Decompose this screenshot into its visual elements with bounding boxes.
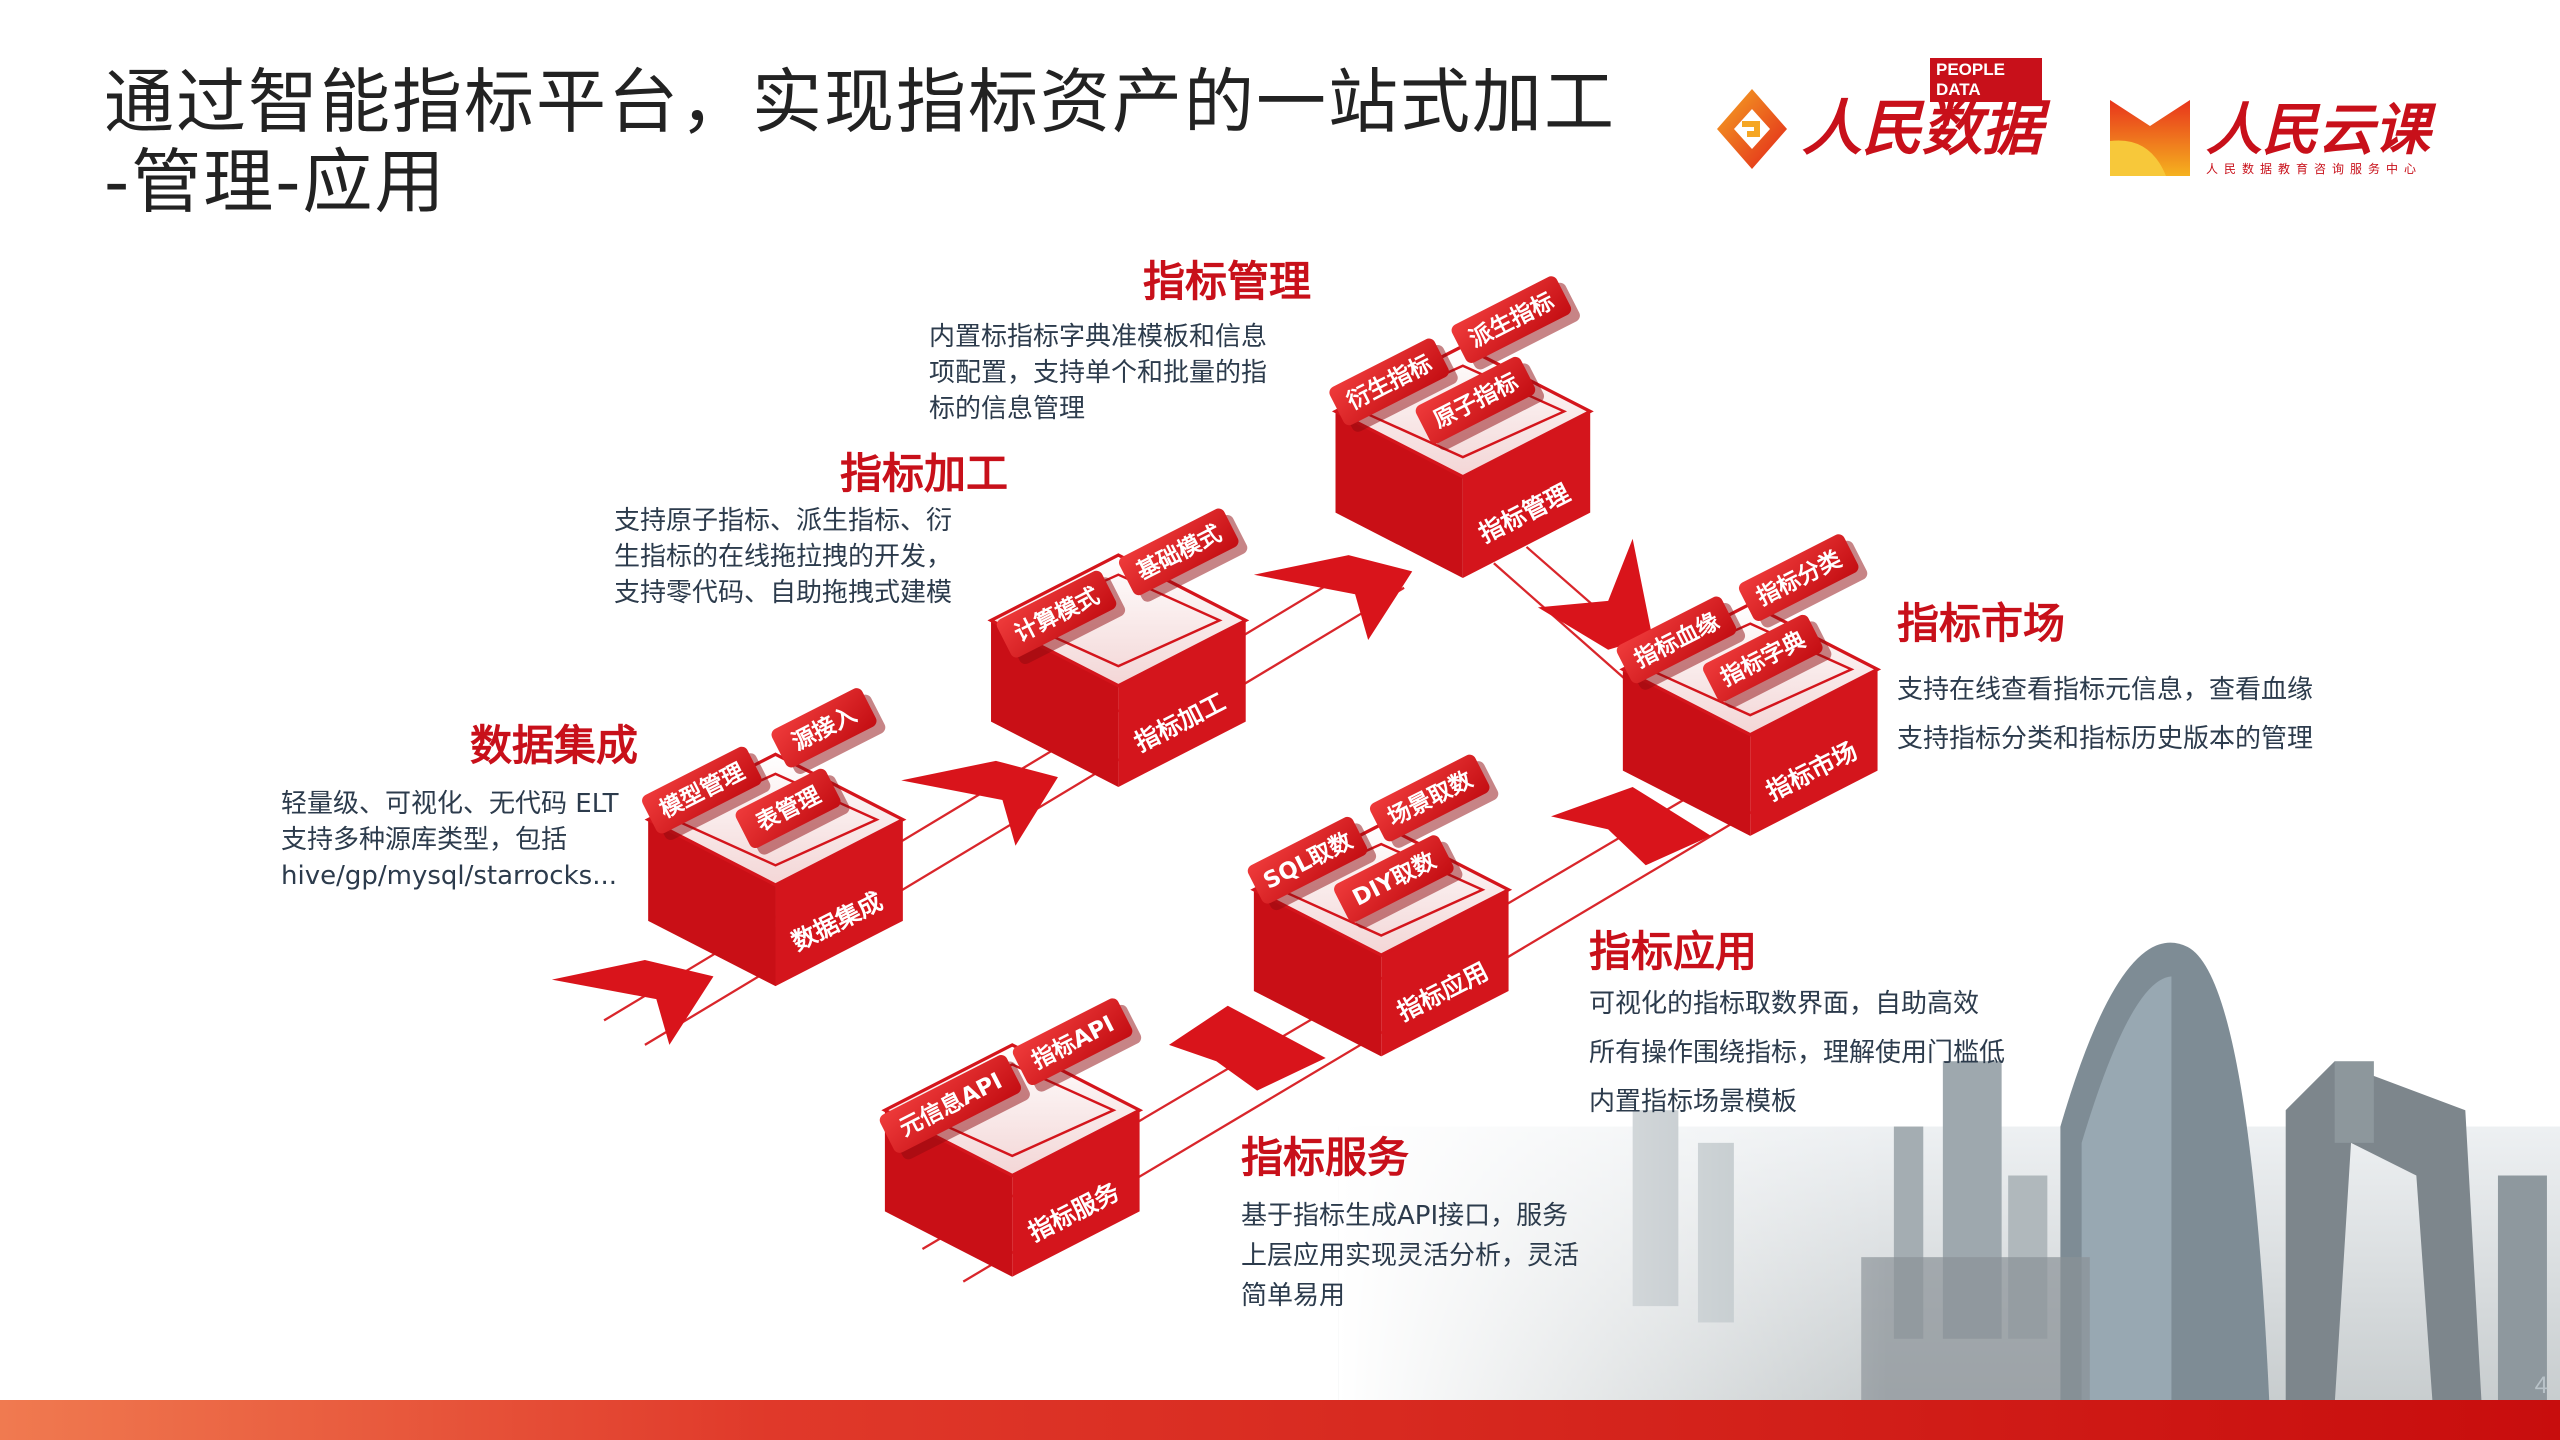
cube-top-face: [987, 553, 1250, 688]
title-line-2: -管理-应用: [104, 141, 447, 223]
feature-tag[interactable]: 基础模式: [1117, 504, 1250, 606]
desc-metric-management: 内置标指标字典准模板和信息 项配置，支持单个和批量的指 标的信息管理: [929, 319, 1267, 427]
desc-line: 上层应用实现灵活分析，灵活: [1241, 1241, 1580, 1271]
people-cloud-logo: 人民云课 人民数据教育咨询服务中心: [2106, 96, 2430, 180]
heading-metric-market: 指标市场: [1897, 599, 2066, 648]
desc-line: 所有操作围绕指标，理解使用门槛低: [1589, 1038, 2006, 1068]
tag-body: [996, 570, 1117, 658]
tag-body: [1369, 754, 1490, 842]
cube-top-face: [881, 1043, 1144, 1178]
tag-body: [1616, 596, 1737, 684]
cube-left-face: [648, 819, 776, 987]
desc-metric-service: 基于指标生成API接口，服务 上层应用实现灵活分析，灵活 简单易用: [1241, 1196, 1579, 1316]
desc-line: 标的信息管理: [929, 394, 1086, 424]
tag-body: [1118, 508, 1239, 596]
desc-line: hive/gp/mysql/starrocks...: [281, 861, 617, 891]
desc-metric-market: 支持在线查看指标元信息，查看血缘 支持指标分类和指标历史版本的管理: [1897, 666, 2313, 764]
cube-left-face: [1622, 669, 1751, 836]
desc-line: 可视化的指标取数界面，自助高效: [1589, 989, 1980, 1019]
flow-chevron-icon: [901, 760, 1058, 846]
footer-bar: [0, 1400, 2560, 1440]
tag-body: [1247, 816, 1368, 904]
desc-line: 基于指标生成API接口，服务: [1241, 1201, 1569, 1231]
tag-body: [1738, 534, 1859, 621]
cube-right-face: [1750, 669, 1878, 836]
flow-chevron-icon: [1551, 786, 1712, 866]
heading-data-integration: 数据集成: [470, 721, 639, 770]
heading-metric-management: 指标管理: [1143, 257, 1312, 306]
slide-title: 通过智能指标平台，实现指标资产的一站式加工 -管理-应用: [104, 62, 1616, 222]
tag-body: [1415, 356, 1536, 444]
tag-body: [1334, 835, 1454, 922]
people-data-emblem-icon: [1717, 89, 1787, 169]
desc-line: 轻量级、可视化、无代码 ELT: [281, 789, 619, 819]
cube-right-face: [1381, 889, 1509, 1057]
tag-body: [1329, 338, 1449, 426]
tag-body: [1703, 614, 1823, 702]
lane-line: [1493, 562, 1634, 687]
desc-line: 支持指标分类和指标历史版本的管理: [1897, 724, 2314, 754]
desc-metric-processing: 支持原子指标、派生指标、衍 生指标的在线拖拉拽的开发， 支持零代码、自助拖拽式建…: [614, 503, 952, 611]
flow-chevron-icon: [1537, 538, 1653, 650]
feature-tag[interactable]: 指标API: [1011, 994, 1144, 1096]
feature-tag[interactable]: 衍生指标: [1327, 334, 1460, 436]
people-data-wordmark: 人民数据: [1802, 94, 2042, 164]
tag-body: [735, 768, 841, 849]
people-data-badge: PEOPLE DATA: [1930, 58, 2042, 102]
tag-body: [879, 1055, 1022, 1153]
cube-right-face: [1012, 1110, 1140, 1277]
desc-line: 支持原子指标、派生指标、衍: [614, 506, 953, 536]
city-skyline-background: [1338, 942, 2560, 1440]
desc-line: 内置标指标字典准模板和信息: [929, 322, 1268, 352]
feature-tag[interactable]: 表管理: [733, 764, 851, 859]
heading-metric-processing: 指标加工: [840, 449, 1009, 498]
people-cloud-wordmark: 人民云课: [2206, 97, 2430, 163]
title-line-1: 通过智能指标平台，实现指标资产的一站式加工: [104, 61, 1616, 143]
cube-left-face: [1335, 411, 1463, 578]
desc-data-integration: 轻量级、可视化、无代码 ELT 支持多种源库类型，包括 hive/gp/mysq…: [281, 786, 618, 894]
page-number: 4: [2534, 1372, 2548, 1399]
heading-metric-application: 指标应用: [1589, 927, 1758, 976]
cube-right-face: [1462, 411, 1591, 578]
tag-body: [1451, 276, 1572, 363]
heading-metric-service: 指标服务: [1241, 1133, 1410, 1182]
tag-body: [642, 746, 762, 834]
feature-tag[interactable]: 模型管理: [640, 742, 773, 844]
module-cubes: 数据集成模型管理源接入表管理指标加工计算模式基础模式指标管理衍生指标派生指标原子…: [640, 272, 1895, 1277]
cube-right-face: [775, 819, 903, 987]
flow-chevron-icon: [1168, 1005, 1326, 1091]
cube-left-face: [1253, 889, 1382, 1057]
book-emblem-icon: [2110, 100, 2190, 176]
desc-line: 项配置，支持单个和批量的指: [929, 358, 1268, 388]
desc-line: 内置指标场景模板: [1589, 1087, 1798, 1117]
feature-tag[interactable]: DIY取数: [1332, 831, 1465, 933]
feature-tag[interactable]: 源接入: [769, 684, 887, 779]
desc-line: 支持在线查看指标元信息，查看血缘: [1897, 675, 2314, 705]
desc-line: 简单易用: [1241, 1281, 1346, 1311]
people-data-logo: 人民数据 PEOPLE DATA: [1712, 58, 2042, 174]
tag-body: [771, 688, 877, 768]
tag-body: [1012, 998, 1133, 1086]
desc-line: 生指标的在线拖拉拽的开发，: [614, 542, 953, 572]
desc-metric-application: 可视化的指标取数界面，自助高效 所有操作围绕指标，理解使用门槛低 内置指标场景模…: [1589, 980, 2005, 1127]
flow-chevron-icon: [551, 960, 714, 1045]
desc-line: 支持零代码、自助拖拽式建模: [614, 578, 953, 608]
people-cloud-subtitle: 人民数据教育咨询服务中心: [2206, 162, 2423, 176]
flow-chevron-icon: [1253, 555, 1413, 640]
desc-line: 支持多种源库类型，包括: [281, 825, 568, 855]
cube-right-face: [1118, 620, 1246, 787]
